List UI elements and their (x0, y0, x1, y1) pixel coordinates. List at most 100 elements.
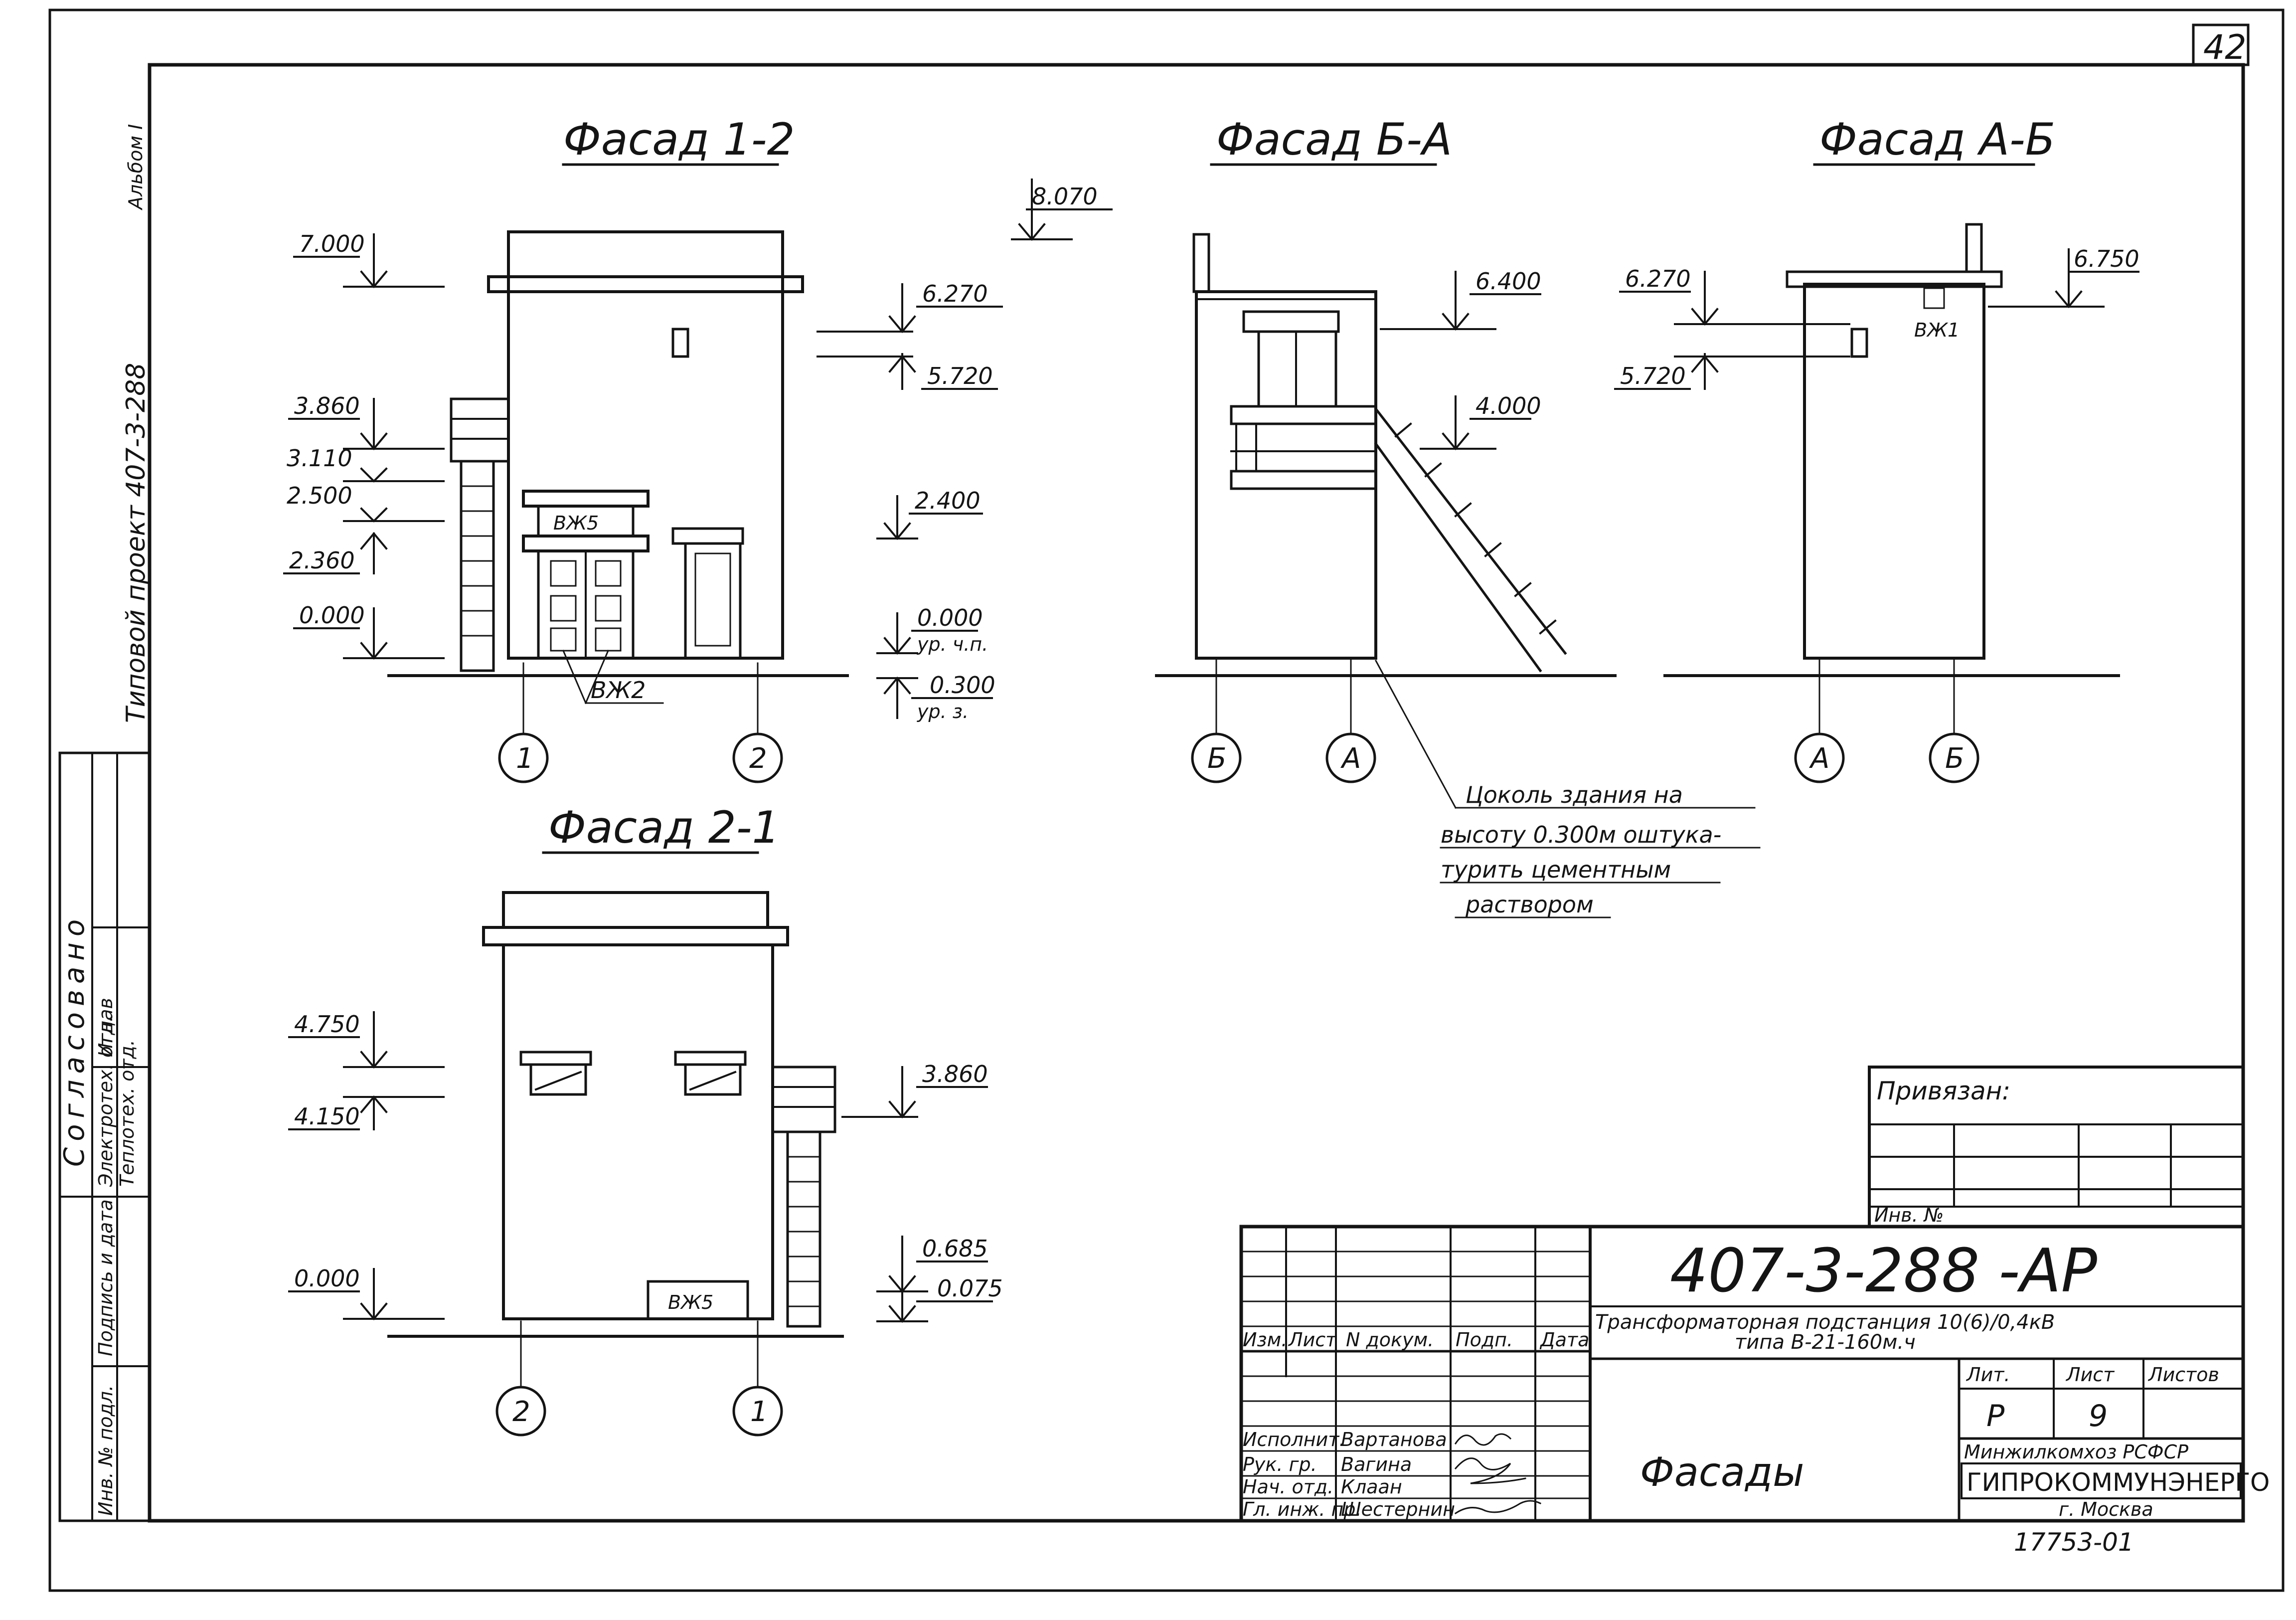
svg-text:6.750: 6.750 (2074, 245, 2139, 272)
svg-text:Подпись и дата: Подпись и дата (95, 1199, 117, 1356)
svg-text:Б: Б (1207, 742, 1226, 775)
sheet-number-box (2192, 23, 2250, 66)
svg-text:8.070: 8.070 (1032, 183, 1098, 210)
svg-text:3.860: 3.860 (294, 392, 360, 419)
facade-1-2-title: Фасад 1-2 (563, 114, 795, 165)
svg-text:0.000: 0.000 (294, 1265, 360, 1292)
outer-frame (48, 8, 2285, 1592)
svg-text:4.750: 4.750 (294, 1011, 360, 1038)
svg-text:0.075: 0.075 (937, 1275, 1003, 1302)
svg-text:Б: Б (1945, 742, 1964, 775)
svg-text:9: 9 (2089, 1399, 2108, 1434)
svg-text:типа В-21-160м.ч: типа В-21-160м.ч (1735, 1331, 1916, 1354)
svg-text:Листов: Листов (2147, 1364, 2219, 1386)
facade-a-b: Фасад А-Б ВЖ1 6.750 6.270 5.720 А (1614, 114, 2139, 783)
svg-text:2.500: 2.500 (287, 482, 352, 509)
svg-text:Инв. №: Инв. № (1874, 1204, 1944, 1226)
svg-text:0.300: 0.300 (930, 672, 995, 699)
svg-text:А: А (1340, 742, 1361, 775)
svg-text:Нач. отд.: Нач. отд. (1243, 1476, 1333, 1498)
svg-text:Подп.: Подп. (1456, 1329, 1513, 1351)
svg-text:ВЖ5: ВЖ5 (553, 512, 599, 534)
svg-text:1: 1 (516, 742, 534, 775)
svg-text:7.000: 7.000 (299, 230, 365, 257)
svg-text:2.360: 2.360 (289, 547, 355, 574)
svg-text:Шестернин: Шестернин (1341, 1498, 1455, 1520)
svg-text:0.685: 0.685 (922, 1235, 988, 1262)
svg-text:турить цементным: турить цементным (1441, 856, 1671, 883)
svg-text:N докум.: N докум. (1346, 1329, 1434, 1351)
svg-text:2: 2 (749, 742, 767, 775)
org-name: ГИПРОКОММУНЭНЕРГО (1967, 1468, 2270, 1497)
svg-text:Изм.: Изм. (1243, 1329, 1287, 1351)
svg-text:1: 1 (750, 1396, 768, 1428)
svg-text:Лист: Лист (1288, 1329, 1337, 1351)
svg-text:Вагина: Вагина (1341, 1453, 1412, 1475)
signature (1454, 1500, 1542, 1515)
project-label: Типовой проект 407-3-288 (121, 363, 151, 723)
svg-text:Лит.: Лит. (1966, 1364, 2010, 1386)
svg-text:0.000: 0.000 (917, 604, 983, 631)
svg-text:Игнав: Игнав (95, 998, 117, 1057)
facade-a-b-title: Фасад А-Б (1819, 114, 2055, 165)
signature (1454, 1457, 1526, 1484)
svg-text:2.400: 2.400 (915, 487, 981, 514)
svg-text:Р: Р (1986, 1399, 2005, 1434)
svg-text:Исполнит.: Исполнит. (1243, 1429, 1345, 1450)
svg-text:6.270: 6.270 (1625, 265, 1691, 292)
svg-text:4.150: 4.150 (294, 1103, 360, 1130)
svg-text:Привязан:: Привязан: (1877, 1077, 2010, 1105)
attachment-stamp: Привязан: Инв. № (1868, 1066, 2245, 1228)
sheet-title: Фасады (1640, 1449, 1804, 1495)
main-title-block: Изм. Лист N докум. Подп. Дата Исполнит. … (1239, 1225, 2270, 1523)
facade-1-2-right-levels: 8.070 6.270 5.720 2.400 0.000 ур. ч.п. (817, 179, 1113, 722)
svg-text:Гл. инж. пр.: Гл. инж. пр. (1243, 1498, 1362, 1520)
album-label: Альбом I (125, 124, 147, 211)
svg-text:6.400: 6.400 (1476, 268, 1541, 295)
svg-text:2: 2 (512, 1396, 530, 1428)
facade-b-a-levels: 6.400 4.000 (1380, 268, 1541, 451)
svg-text:ур. з.: ур. з. (917, 701, 969, 722)
svg-text:Инв. № подл.: Инв. № подл. (95, 1385, 117, 1516)
svg-text:Рук. гр.: Рук. гр. (1243, 1453, 1317, 1475)
svg-text:5.720: 5.720 (927, 362, 993, 389)
side-agreement-stamp: Согласовано Электротех. отд. Теплотех. о… (58, 751, 151, 1522)
svg-text:ВЖ2: ВЖ2 (591, 677, 646, 704)
archive-code: 17753-01 (2014, 1528, 2134, 1557)
sheet-number: 42 (2203, 28, 2247, 67)
facade-2-1-title: Фасад 2-1 (548, 802, 780, 853)
svg-text:Дата: Дата (1539, 1329, 1589, 1351)
svg-text:ур. ч.п.: ур. ч.п. (917, 633, 988, 655)
signature (1454, 1433, 1512, 1446)
svg-text:Электротех. отд.: Электротех. отд. (95, 1016, 117, 1187)
svg-text:Лист: Лист (2065, 1364, 2115, 1386)
svg-text:ВЖ5: ВЖ5 (668, 1291, 713, 1313)
svg-text:Цоколь здания на: Цоколь здания на (1466, 781, 1683, 808)
svg-text:Теплотех. отд.: Теплотех. отд. (116, 1040, 138, 1187)
project-code: 407-3-288 -АР (1670, 1237, 2098, 1306)
svg-text:г. Москва: г. Москва (2059, 1498, 2153, 1520)
svg-text:6.270: 6.270 (922, 280, 988, 307)
svg-text:Вартанова: Вартанова (1341, 1429, 1447, 1450)
svg-text:0.000: 0.000 (299, 602, 365, 629)
facade-2-1-right-levels: 3.860 0.685 0.075 (841, 1061, 1003, 1323)
svg-text:4.000: 4.000 (1476, 392, 1541, 419)
svg-text:раствором: раствором (1465, 891, 1594, 918)
facade-1-2-left-levels: 7.000 3.860 3.110 2.500 2.360 0.000 (283, 230, 445, 660)
facade-1-2: Фасад 1-2 ВЖ5 (283, 114, 1113, 783)
svg-text:высоту 0.300м оштука-: высоту 0.300м оштука- (1441, 821, 1721, 848)
plinth-note: Цоколь здания на высоту 0.300м оштука- т… (1440, 781, 1761, 918)
facade-b-a-title: Фасад Б-А (1216, 114, 1452, 165)
svg-text:Клаан: Клаан (1341, 1476, 1402, 1498)
svg-text:Минжилкомхоз РСФСР: Минжилкомхоз РСФСР (1964, 1441, 2188, 1463)
svg-text:3.860: 3.860 (922, 1061, 988, 1087)
svg-text:Согласовано: Согласовано (58, 913, 91, 1167)
facade-a-b-levels: 6.750 6.270 5.720 (1614, 245, 2139, 390)
svg-text:Трансформаторная подстанция 10: Трансформаторная подстанция 10(6)/0,4кВ (1595, 1311, 2055, 1334)
facade-b-a: Фасад Б-А 6.400 4.000 (1155, 114, 1761, 918)
svg-text:ВЖ1: ВЖ1 (1914, 319, 1960, 341)
facade-2-1: Фасад 2-1 ВЖ5 4.750 4.150 (288, 802, 1003, 1437)
svg-text:3.110: 3.110 (287, 445, 352, 472)
svg-text:5.720: 5.720 (1620, 362, 1686, 389)
